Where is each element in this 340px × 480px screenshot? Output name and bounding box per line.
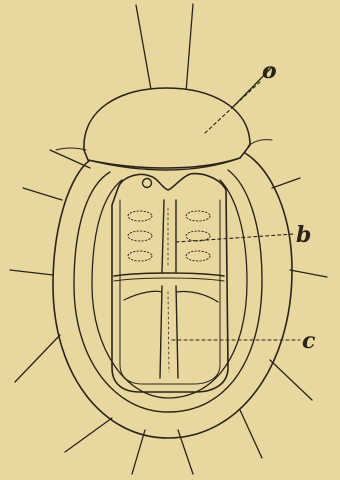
label-c: c bbox=[302, 328, 316, 354]
label-b: b bbox=[296, 222, 311, 248]
label-o: o bbox=[262, 58, 277, 84]
